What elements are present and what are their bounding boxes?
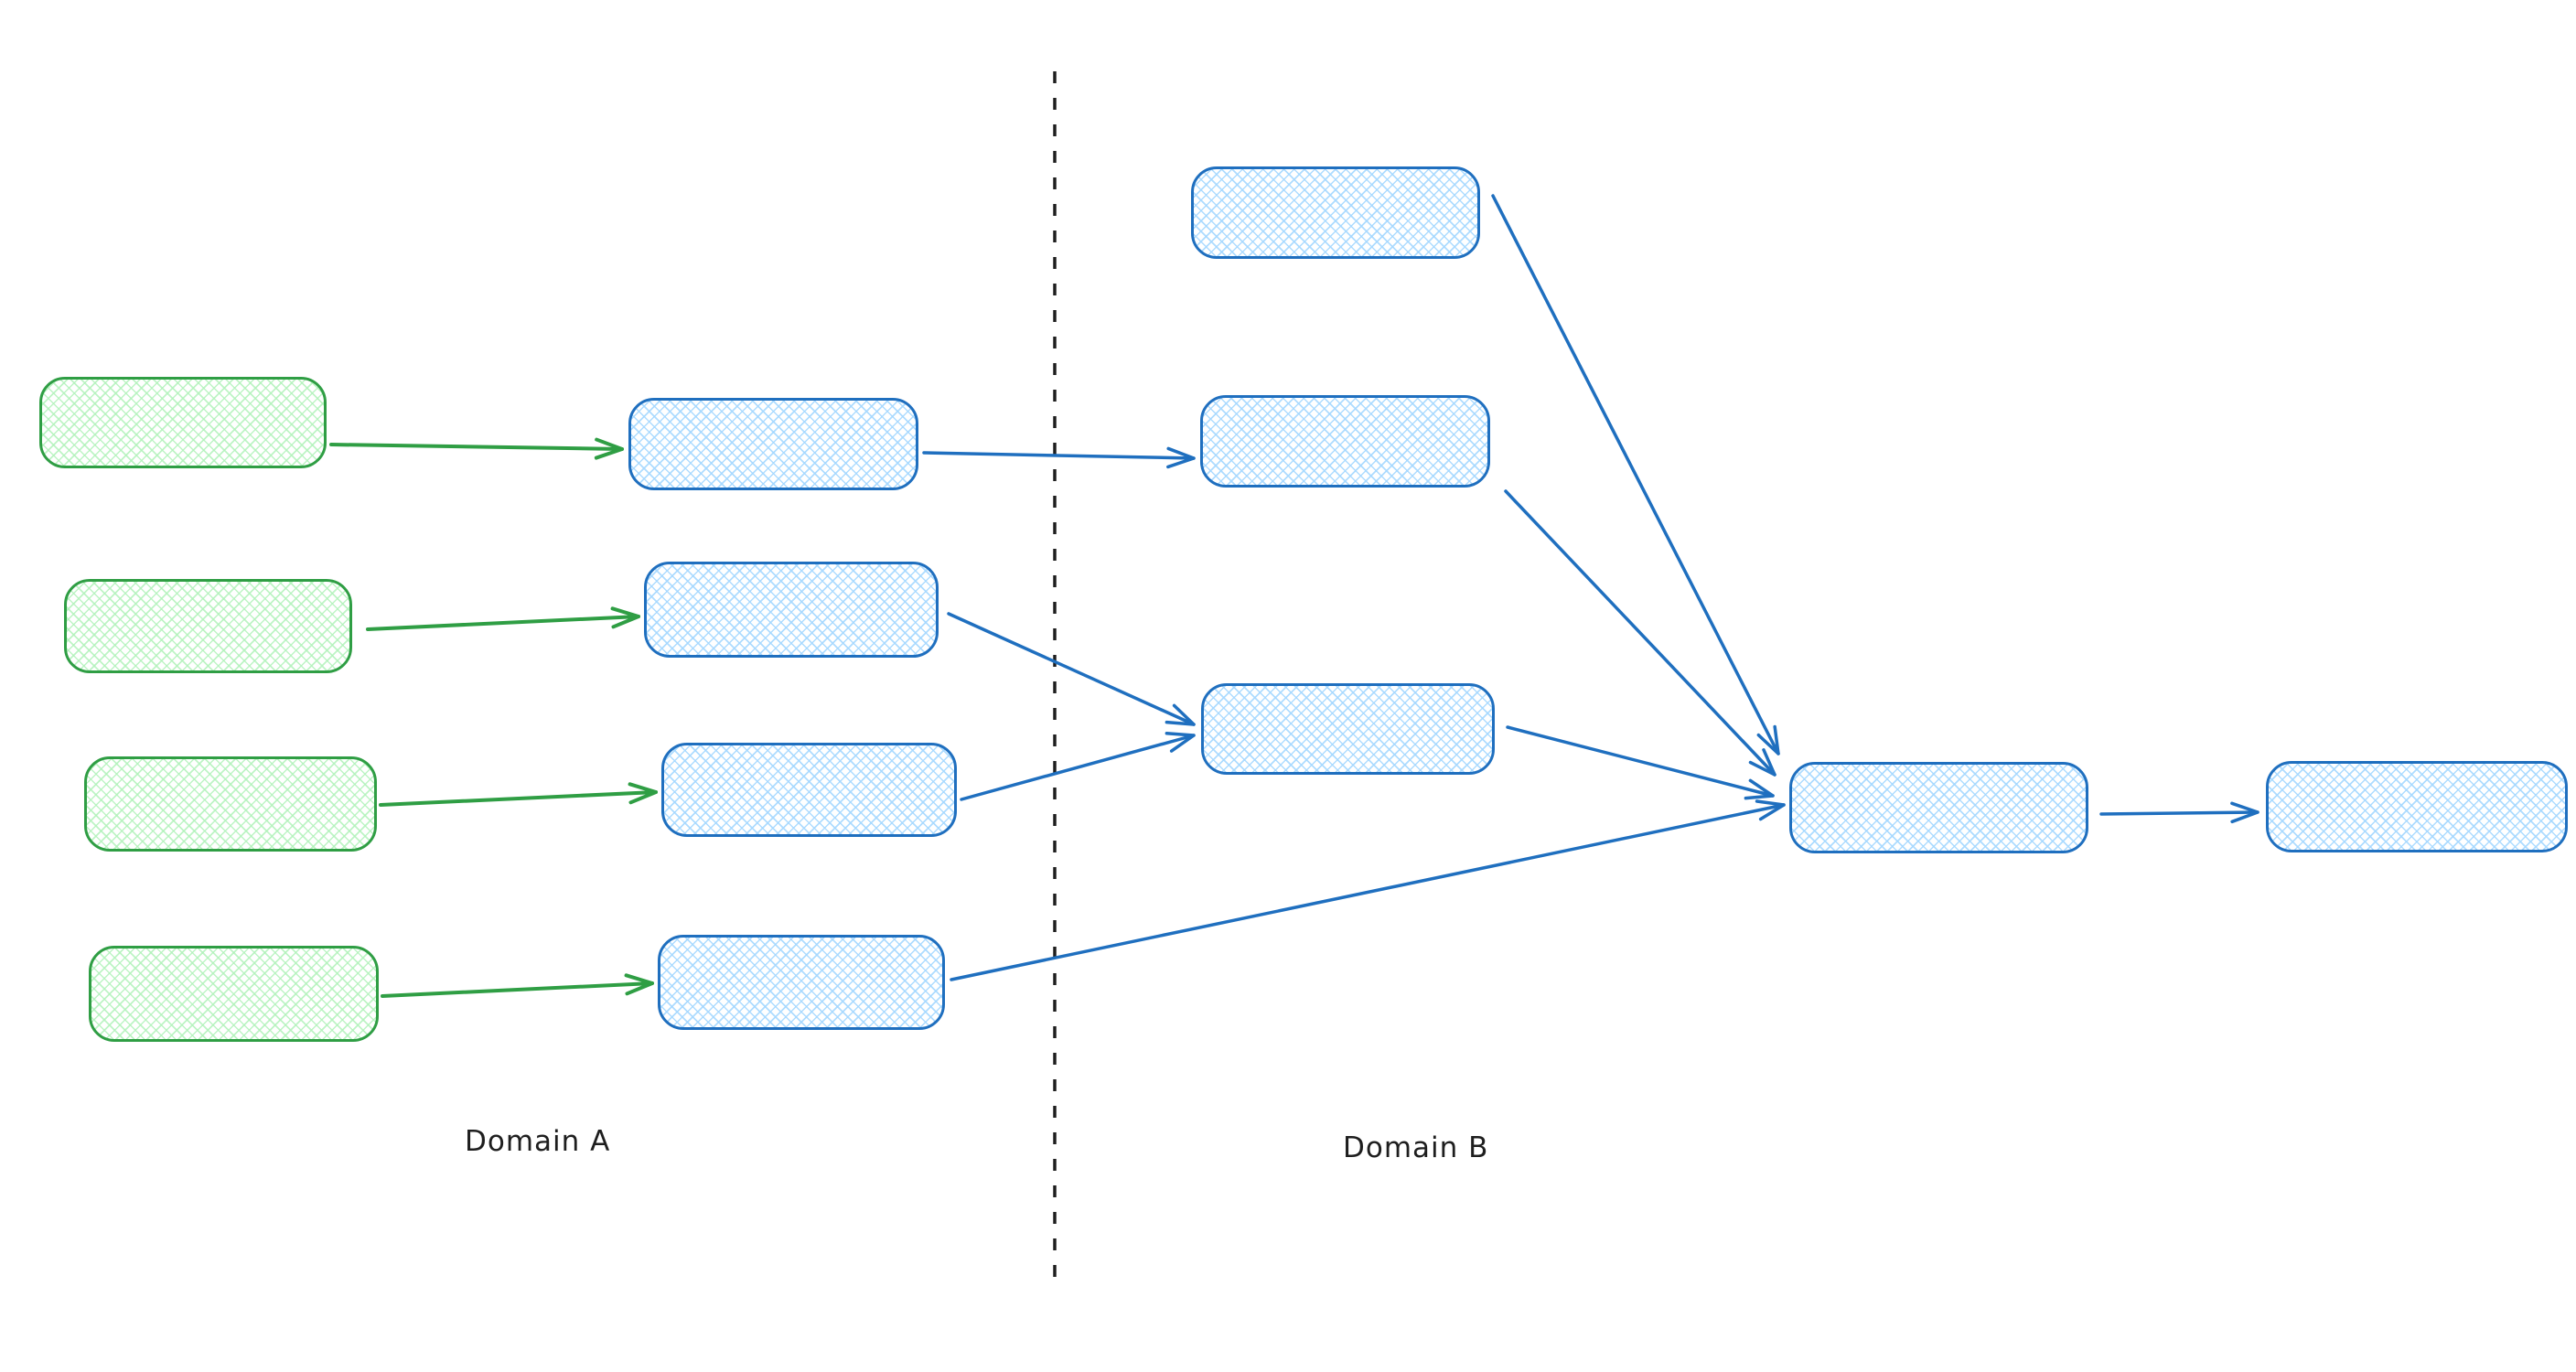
node-green-box-4[interactable] [89,946,379,1042]
node-green-box-3[interactable] [84,756,377,852]
node-green-box-1[interactable] [39,377,327,468]
arrow-a2-to-b3[interactable] [947,612,1196,726]
domain-b-label[interactable]: Domain B [1343,1131,1489,1164]
node-blue-box-a4[interactable] [658,935,945,1030]
arrow-hub-to-out[interactable] [2099,801,2259,824]
arrow-green-2-to-a2[interactable] [366,606,640,631]
node-blue-box-a2[interactable] [644,562,939,658]
arrow-b1-to-hub[interactable] [1491,194,1780,756]
node-blue-box-b1[interactable] [1191,166,1480,259]
arrow-a4-to-hub[interactable] [950,799,1786,981]
node-blue-box-a1[interactable] [628,398,918,490]
arrow-b3-to-hub[interactable] [1506,725,1775,800]
arrow-b2-to-hub[interactable] [1504,489,1776,777]
arrow-green-1-to-a1[interactable] [329,437,624,460]
arrow-green-4-to-a4[interactable] [381,973,654,998]
node-green-box-2[interactable] [64,579,352,673]
domain-a-label[interactable]: Domain A [465,1125,611,1158]
arrow-green-3-to-a3[interactable] [379,782,658,807]
node-blue-box-b2[interactable] [1200,395,1490,488]
arrow-a3-to-b3[interactable] [960,732,1196,801]
arrow-a1-to-b2[interactable] [922,446,1196,469]
node-blue-box-hub[interactable] [1789,762,2088,853]
node-blue-box-a3[interactable] [661,743,957,837]
node-blue-box-b3[interactable] [1201,683,1495,775]
node-blue-box-out[interactable] [2266,761,2568,852]
